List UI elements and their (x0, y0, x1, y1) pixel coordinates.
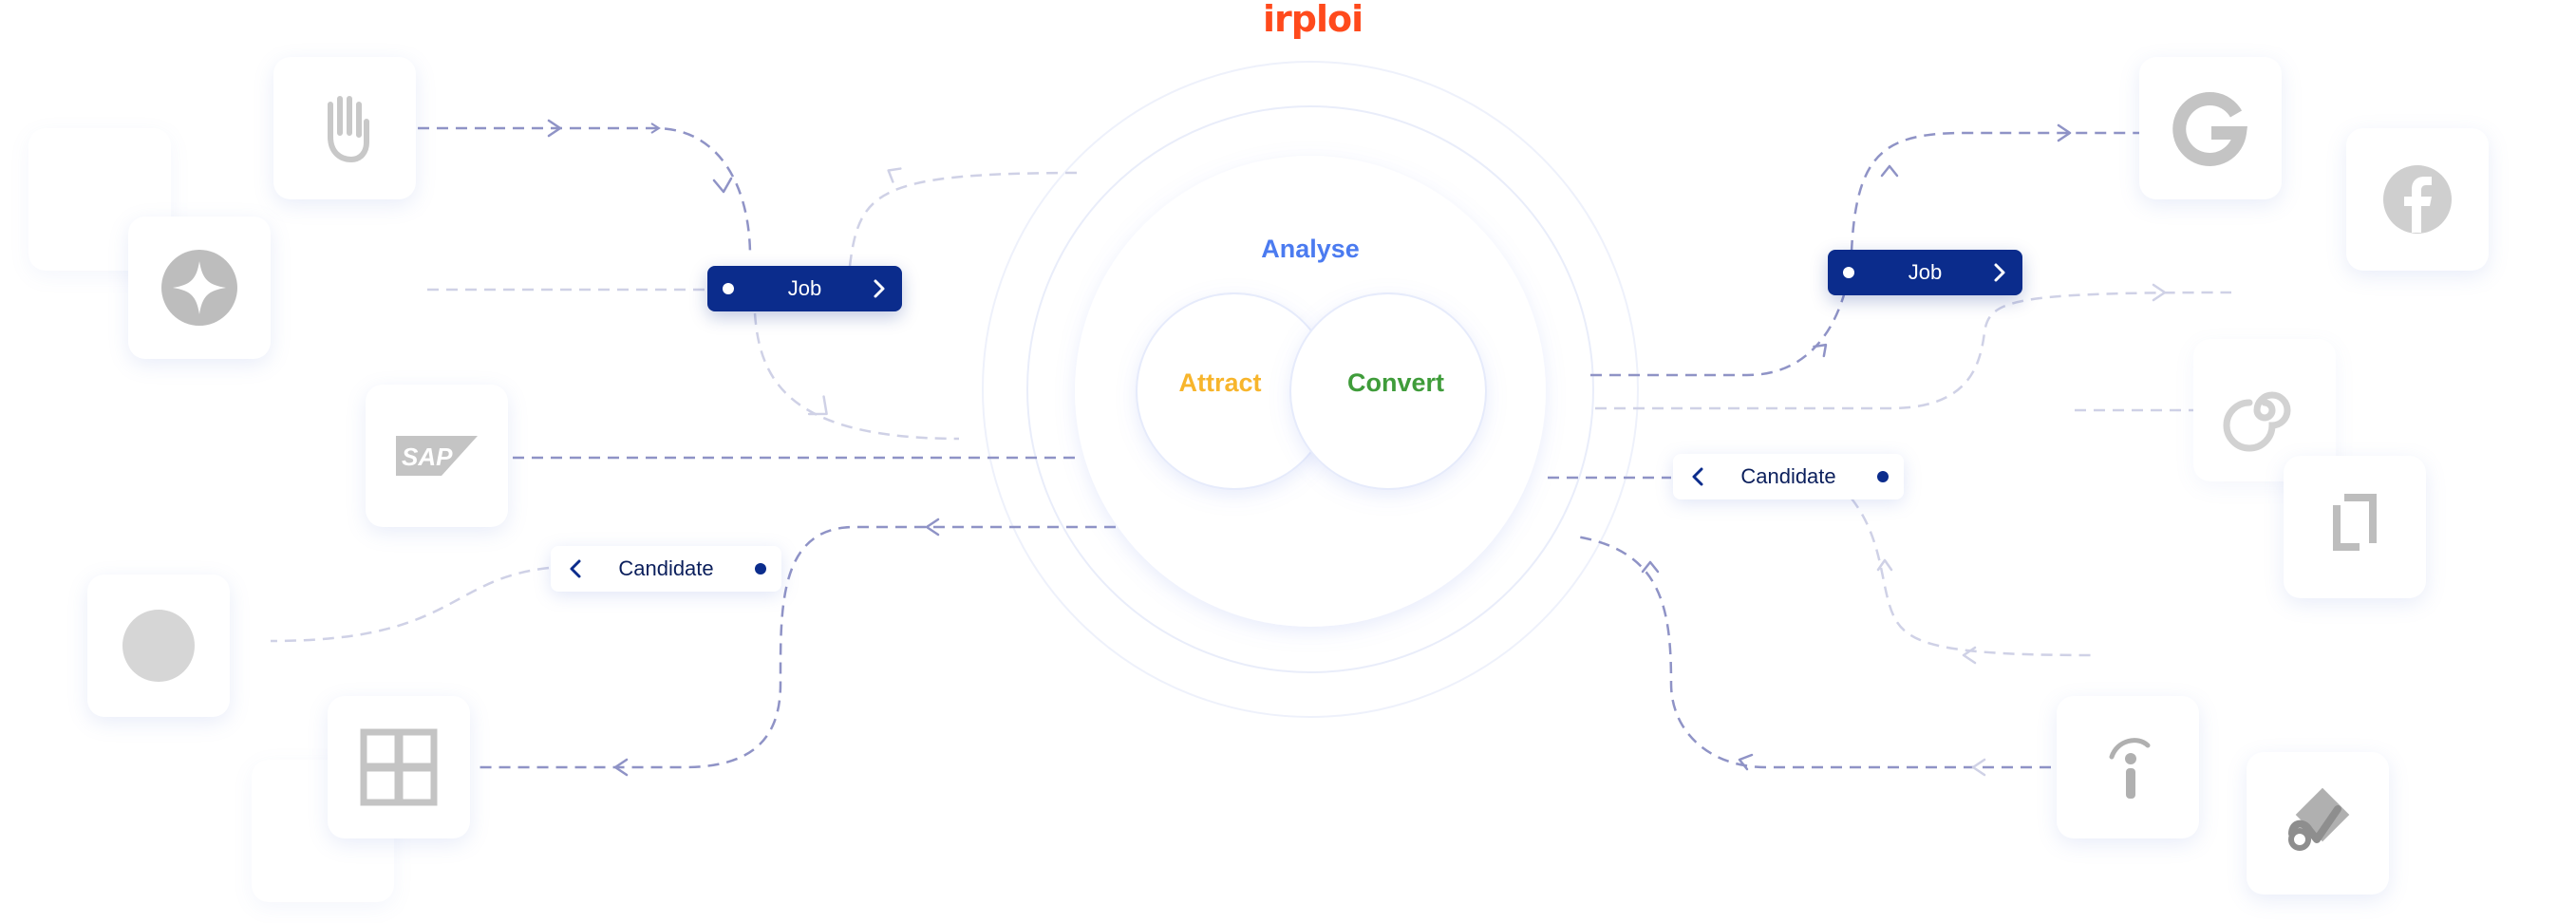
bracket-logo-icon (2333, 494, 2377, 551)
arrowheads (547, 119, 2167, 777)
sparkle-star-icon (161, 250, 237, 326)
squares-integration-tile[interactable] (328, 696, 470, 838)
gray-circle-icon (122, 610, 195, 682)
connector-candidate-to-bracket (1851, 498, 2095, 657)
sparkle-integration-tile[interactable] (128, 217, 271, 359)
chevron-left-icon (570, 559, 581, 578)
candidate-card-left-label: Candidate (618, 556, 714, 580)
job-card-left[interactable]: Job (707, 266, 902, 311)
circle-integration-tile[interactable] (87, 575, 230, 717)
hand-icon (328, 96, 369, 163)
job-card-left-label: Job (787, 276, 822, 300)
status-dot (755, 563, 766, 575)
connector-job-to-google (1850, 131, 2141, 253)
google-integration-tile[interactable] (2139, 57, 2282, 199)
status-dot (1877, 471, 1889, 482)
candidate-card-right[interactable]: Candidate (1673, 454, 1904, 499)
google-logo-icon (2172, 91, 2247, 166)
left-connectors (270, 122, 1116, 769)
status-dot (723, 283, 734, 294)
connector-hub-to-candidate (475, 525, 1116, 769)
connector-job-to-hub-down (753, 312, 960, 441)
sap-integration-tile[interactable]: SAP (366, 385, 508, 527)
sap-logo-icon: SAP (396, 436, 478, 476)
connector-job-to-hub-up (848, 171, 1083, 267)
bracket-integration-tile[interactable] (2284, 456, 2426, 598)
analyse-hub (1075, 156, 1546, 627)
connector-hub-to-spiral (1595, 291, 2232, 410)
facebook-logo-icon (2383, 165, 2452, 234)
job-card-right-label: Job (1908, 260, 1943, 284)
convert-label: Convert (1346, 368, 1444, 397)
status-dot (1843, 267, 1854, 278)
info-integration-tile[interactable] (2057, 696, 2199, 838)
background-rings (982, 61, 1639, 718)
right-connectors (1548, 131, 2232, 769)
connector-candidate-to-circle (270, 566, 550, 643)
candidate-card-right-label: Candidate (1740, 464, 1836, 488)
chevron-right-icon (1994, 263, 2005, 282)
interlocked-squares-logo-icon (360, 728, 438, 806)
analyse-label: Analyse (1261, 235, 1360, 263)
check-integration-tile[interactable] (2247, 752, 2389, 895)
hand-integration-tile[interactable] (273, 57, 416, 199)
svg-text:SAP: SAP (402, 443, 453, 471)
chevron-right-icon (874, 279, 885, 298)
connector-hand-to-job (418, 122, 752, 257)
facebook-integration-tile[interactable] (2346, 128, 2489, 271)
check-logo-icon (2288, 787, 2350, 851)
info-i-logo-icon (2109, 738, 2151, 799)
job-card-right[interactable]: Job (1828, 250, 2022, 295)
attract-label: Attract (1178, 368, 1262, 397)
spiral-logo-icon (2223, 391, 2291, 452)
connector-info-to-hub (1575, 535, 2051, 769)
candidate-card-left[interactable]: Candidate (551, 546, 781, 592)
brand-logo: irploi (1263, 0, 1363, 40)
chevron-left-icon (1692, 467, 1703, 486)
